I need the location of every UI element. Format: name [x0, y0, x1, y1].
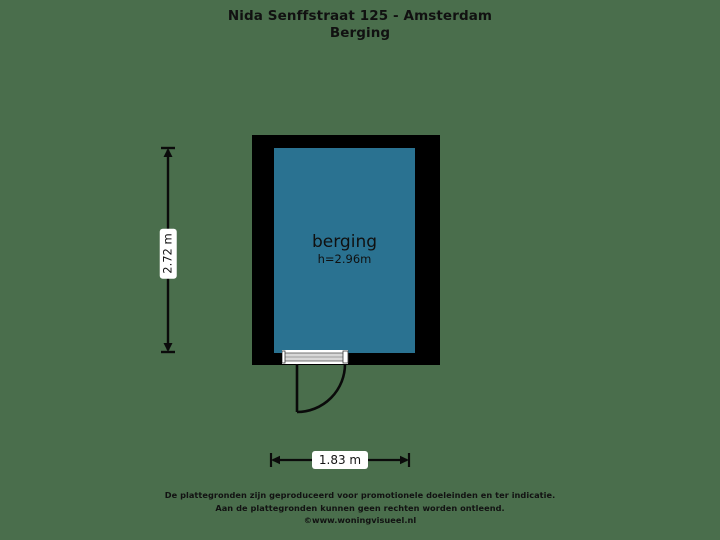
footer-line-3: ©www.woningvisueel.nl — [303, 515, 417, 525]
page-title-block: Nida Senffstraat 125 - Amsterdam Berging — [0, 8, 720, 42]
dimension-vertical — [152, 140, 184, 360]
door-swing-icon — [281, 350, 362, 416]
page-title-address: Nida Senffstraat 125 - Amsterdam — [227, 8, 493, 24]
room-berging — [274, 148, 415, 353]
dimension-horizontal — [265, 448, 415, 472]
page-title-floor: Berging — [329, 25, 391, 41]
footer-disclaimer: De plattegronden zijn geproduceerd voor … — [0, 489, 720, 527]
footer-line-1: De plattegronden zijn geproduceerd voor … — [164, 490, 556, 500]
footer-line-2: Aan de plattegronden kunnen geen rechten… — [215, 502, 505, 513]
